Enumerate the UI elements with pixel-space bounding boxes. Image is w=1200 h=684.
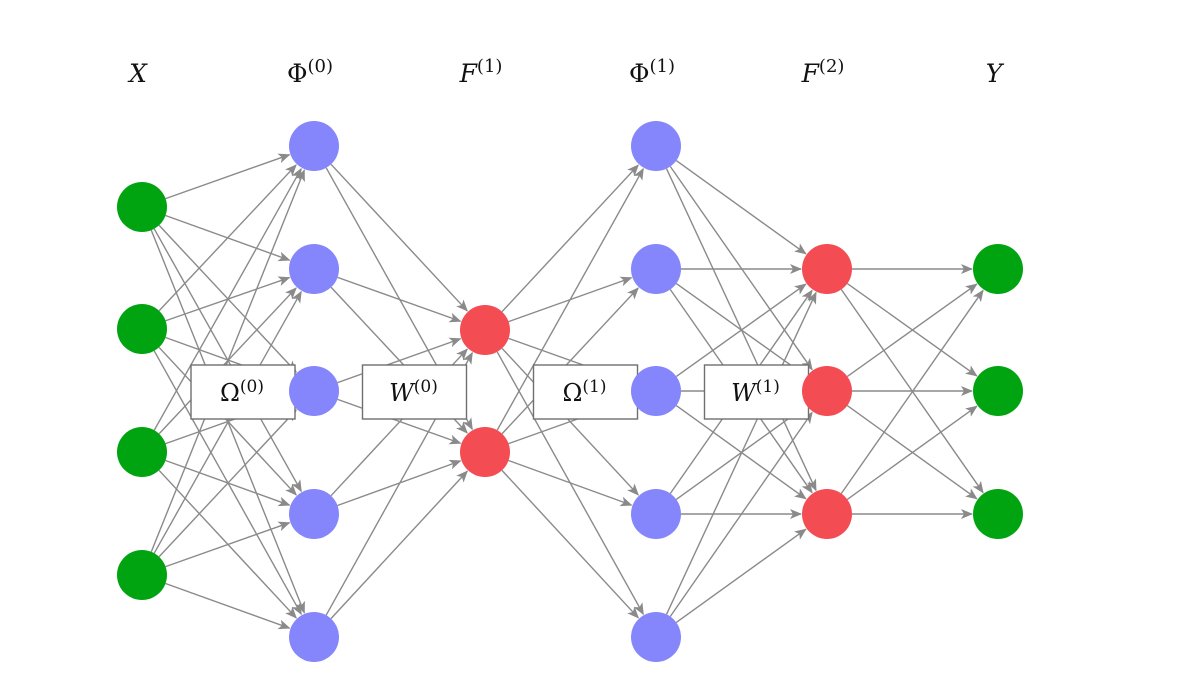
- node-Phi1-1: [631, 121, 681, 171]
- layer-header-Y: Y: [986, 59, 1005, 88]
- edge-X-to-Phi0: [165, 153, 291, 200]
- node-X-3: [117, 427, 167, 477]
- edge-F1-to-Phi1: [496, 167, 644, 431]
- edge-F1-to-Phi1: [508, 459, 633, 507]
- node-F2-1: [802, 244, 852, 294]
- layer-headers: X Φ(0) F(1) Φ(1) F(2) Y: [127, 56, 1005, 88]
- edge-Phi1-to-F2: [665, 291, 817, 615]
- node-Phi1-2: [631, 244, 681, 294]
- node-Phi1-3: [631, 366, 681, 416]
- node-F1-1: [460, 305, 510, 355]
- operator-box-Omega1: Ω(1): [532, 364, 639, 420]
- edge-Phi0-to-F1: [337, 276, 462, 323]
- operator-box-W1: W(1): [703, 364, 810, 420]
- edge-X-to-Phi0: [158, 409, 297, 558]
- node-Phi0-2: [289, 244, 339, 294]
- node-Phi1-5: [631, 612, 681, 662]
- edge-X-to-Phi0: [165, 582, 291, 630]
- edge-Phi0-to-F1: [337, 337, 462, 384]
- edge-X-to-Phi0: [158, 164, 297, 312]
- layer-header-F2: F(2): [801, 56, 845, 88]
- operator-label-Omega1: Ω(1): [563, 377, 607, 407]
- edge-Phi1-to-F2: [675, 528, 807, 623]
- edge-F2-to-Y: [840, 289, 984, 494]
- operator-box-W0: W(0): [361, 364, 468, 420]
- node-Phi0-1: [289, 121, 339, 171]
- operator-label-Omega0: Ω(0): [220, 377, 264, 407]
- layer-header-Phi0: Φ(0): [287, 56, 333, 88]
- node-Y-2: [973, 366, 1023, 416]
- layer-nodes: [117, 121, 1023, 662]
- operator-label-W0: W(0): [389, 377, 438, 407]
- node-F2-2: [802, 366, 852, 416]
- edge-X-to-Phi0: [153, 167, 302, 431]
- edge-Phi0-to-F1: [337, 398, 462, 445]
- operator-boxes: Ω(0) W(0) Ω(1) W(1): [190, 364, 810, 420]
- edge-F2-to-Y: [846, 405, 978, 500]
- node-F2-3: [802, 489, 852, 539]
- edge-F1-to-Phi1: [501, 164, 639, 313]
- edge-Phi1-to-F2: [669, 411, 813, 617]
- node-Y-1: [973, 244, 1023, 294]
- edge-X-to-Phi0: [150, 169, 305, 553]
- layer-header-Phi1: Φ(1): [629, 56, 675, 88]
- node-Phi1-4: [631, 489, 681, 539]
- node-X-1: [117, 182, 167, 232]
- node-Phi0-3: [289, 366, 339, 416]
- edge-Phi0-to-F1: [330, 470, 469, 620]
- node-X-2: [117, 304, 167, 354]
- edge-F1-to-Phi1: [501, 469, 640, 619]
- edge-X-to-Phi0: [153, 290, 302, 554]
- operator-box-Omega0: Ω(0): [190, 364, 296, 420]
- node-Y-3: [973, 489, 1023, 539]
- edge-Phi1-to-F2: [675, 160, 807, 255]
- node-Phi0-4: [289, 489, 339, 539]
- node-F1-2: [460, 427, 510, 477]
- edge-Phi1-to-F2: [675, 283, 807, 378]
- operator-label-W1: W(1): [731, 377, 780, 407]
- edge-F2-to-Y: [846, 283, 978, 378]
- edge-X-to-Phi0: [165, 521, 291, 568]
- layer-header-F1: F(1): [459, 56, 503, 88]
- layer-header-X: X: [127, 59, 148, 88]
- node-Phi0-5: [289, 612, 339, 662]
- node-X-4: [117, 550, 167, 600]
- edge-F1-to-Phi1: [501, 287, 639, 435]
- edge-Phi0-to-F1: [330, 163, 468, 312]
- edge-Phi1-to-F2: [669, 166, 813, 371]
